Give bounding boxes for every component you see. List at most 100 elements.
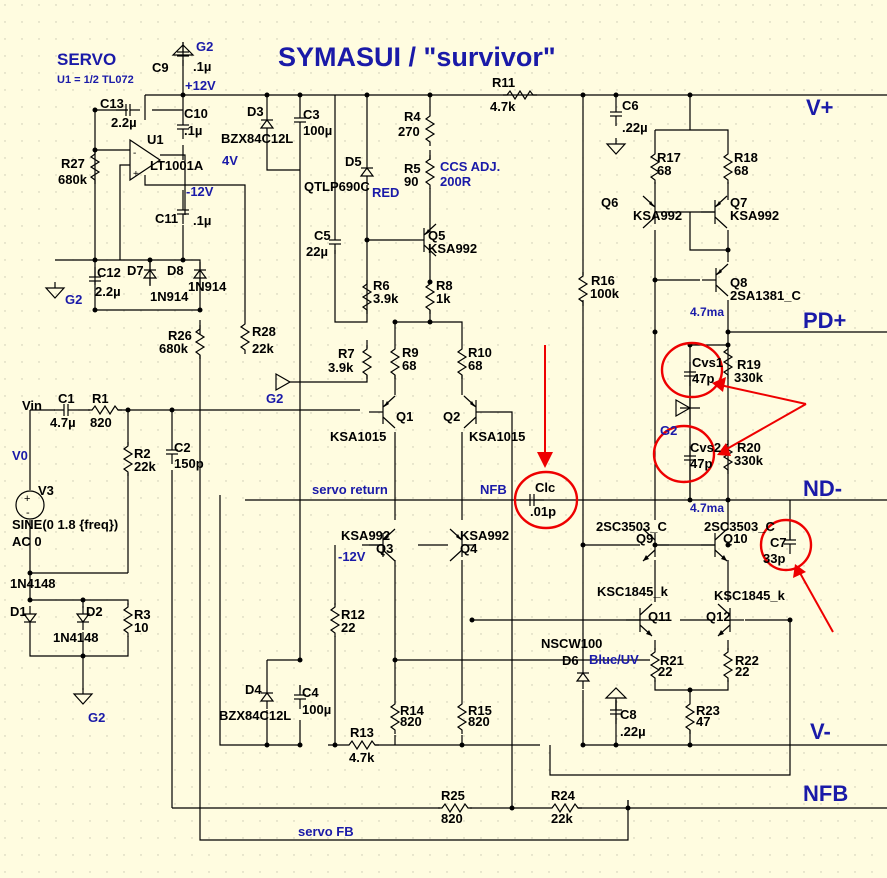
component-q9-value: 2SC3503_C	[596, 519, 667, 534]
arrow-cvs1	[719, 384, 807, 405]
svg-text:+: +	[133, 169, 139, 180]
highlight-c7	[759, 518, 813, 572]
component-r18-designator: R18	[734, 150, 758, 165]
component-q11-designator: Q11	[648, 609, 672, 624]
component-r10-value: 68	[468, 358, 482, 373]
junction-dot	[297, 92, 303, 98]
component-d3-value: BZX84C12L	[221, 131, 293, 146]
component-r20-designator: R20	[737, 440, 761, 455]
component-c9-value: .1µ	[193, 59, 211, 74]
component-r26-designator: R26	[168, 328, 192, 343]
component-r19-value: 330k	[734, 370, 764, 385]
component-d4-designator: D4	[245, 682, 262, 697]
rail-pdplus: PD+	[803, 308, 846, 333]
junction-dot	[197, 307, 203, 313]
component-d1-designator: D1	[10, 604, 27, 619]
component-r20-value: 330k	[734, 453, 764, 468]
component-r7-designator: R7	[338, 346, 355, 361]
note-v0: V0	[12, 448, 28, 463]
component-c4-value: 100µ	[302, 702, 331, 717]
component-q1-value: KSA1015	[330, 429, 386, 444]
source-v3-symbol	[15, 490, 45, 520]
note-servo: SERVO	[57, 50, 116, 69]
component-c13-designator: C13	[100, 96, 124, 111]
component-d3-designator: D3	[247, 104, 264, 119]
component-r11-value: 4.7k	[490, 99, 516, 114]
labels: SYMASUI / "survivor" SERVO U1 = 1/2 TL07…	[12, 39, 848, 839]
component-r28-value: 22k	[252, 341, 274, 356]
component-r14-designator: R14	[400, 703, 425, 718]
junction-dot	[180, 92, 186, 98]
component-u1-value: LT1001A	[150, 158, 204, 173]
junction-dot	[687, 742, 693, 748]
schematic-title: SYMASUI / "survivor"	[278, 42, 556, 72]
junction-dot	[297, 742, 303, 748]
component-d4-value: BZX84C12L	[219, 708, 291, 723]
ground-label-2: G2	[65, 292, 82, 307]
note-red: RED	[372, 185, 399, 200]
component-q10-value: 2SC3503_C	[704, 519, 775, 534]
background-grid	[4, 4, 873, 873]
junction-dot	[687, 497, 693, 503]
component-r21-designator: R21	[660, 653, 684, 668]
component-d2-designator: D2	[86, 604, 103, 619]
junction-dot	[725, 497, 731, 503]
component-r5-value: 90	[404, 174, 418, 189]
component-q10-designator: Q10	[723, 531, 748, 546]
component-r13-value: 4.7k	[349, 750, 375, 765]
component-cvs2-value: 47p	[690, 456, 712, 471]
component-r1-designator: R1	[92, 391, 109, 406]
highlight-cvs1	[660, 341, 724, 399]
component-c4-designator: C4	[302, 685, 319, 700]
junction-dot	[725, 342, 731, 348]
junction-dot	[787, 617, 793, 623]
component-q2-designator: Q2	[443, 409, 460, 424]
junction-dot	[725, 247, 731, 253]
junction-dot	[652, 542, 658, 548]
ground-label-1: G2	[196, 39, 213, 54]
component-q6-value: KSA992	[633, 208, 682, 223]
component-c7-value: 33p	[763, 551, 785, 566]
junction-dot	[125, 407, 131, 413]
component-r3-value: 10	[134, 620, 148, 635]
junction-dot	[80, 653, 86, 659]
junction-dot	[264, 92, 270, 98]
component-r4-value: 270	[398, 124, 420, 139]
component-d6-designator: D6	[562, 653, 579, 668]
junction-dot	[297, 657, 303, 663]
note-ccs2: 200R	[440, 174, 472, 189]
component-r7-value: 3.9k	[328, 360, 354, 375]
component-r6-designator: R6	[373, 278, 390, 293]
junction-dot	[392, 319, 398, 325]
component-r18-value: 68	[734, 163, 748, 178]
components: - +	[15, 41, 797, 813]
junction-dot	[652, 277, 658, 283]
component-c6-value: .22µ	[622, 120, 648, 135]
junction-dot	[580, 542, 586, 548]
component-c12-value: 2.2µ	[95, 284, 121, 299]
junction-dot	[27, 570, 33, 576]
rail-vplus: V+	[806, 95, 834, 120]
component-cvs1-value: 47p	[692, 371, 714, 386]
component-r17-designator: R17	[657, 150, 681, 165]
note-servo-fb: servo FB	[298, 824, 354, 839]
component-c13-value: 2.2µ	[111, 115, 137, 130]
note-ccs1: CCS ADJ.	[440, 159, 500, 174]
component-q1-designator: Q1	[396, 409, 413, 424]
component-c11-value: .1µ	[193, 213, 211, 228]
junction-dot	[332, 742, 338, 748]
note-minus12a: -12V	[186, 184, 214, 199]
rail-ndminus: ND-	[803, 476, 842, 501]
junction-dot	[80, 597, 86, 603]
component-q9-designator: Q9	[636, 531, 653, 546]
note-u1: U1 = 1/2 TL072	[57, 74, 134, 86]
ground-label-3: G2	[266, 391, 283, 406]
junction-dot	[687, 687, 693, 693]
junction-dot	[27, 597, 33, 603]
component-c2-designator: C2	[174, 440, 191, 455]
component-d1-value: 1N4148	[10, 576, 56, 591]
component-c11-designator: C11	[155, 211, 178, 226]
component-r5-designator: R5	[404, 161, 421, 176]
junction-dot	[459, 742, 465, 748]
note-servo-return: servo return	[312, 482, 388, 497]
